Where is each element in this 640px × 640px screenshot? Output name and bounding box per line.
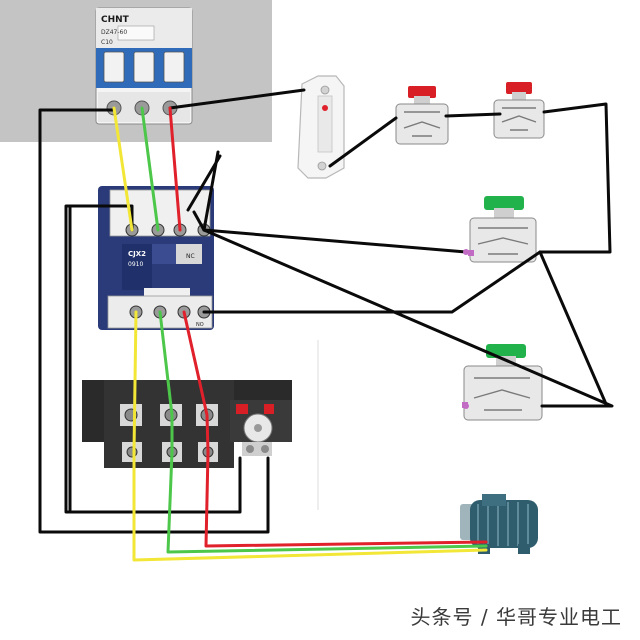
contactor-code: 0910 [128,261,143,268]
contactor-aux-label: NC [186,253,195,260]
control-wiring [38,88,614,534]
phase-red-out [182,310,488,548]
phase-yellow-out [132,310,488,562]
breaker-rating: C10 [101,39,113,46]
phase-green-out [158,310,488,554]
phase-green-wire [140,106,160,232]
watermark-text: 头条号 / 华哥专业电工 [410,605,622,629]
motor-icon [460,494,538,554]
breaker-brand: CHNT [101,15,130,25]
phase-red-wire [168,106,182,232]
phase-yellow-wire [112,106,134,232]
contactor-aux-bottom-label: NO [196,322,204,328]
stop-button-1 [395,86,449,145]
stop-button-2 [493,82,545,139]
start-button-2 [462,344,543,421]
contactor-model: CJX2 [128,250,146,258]
start-button-1 [468,196,537,263]
circuit-breaker-icon: CHNT DZ47-60 C10 [0,0,272,142]
thermal-overload-relay-icon [82,380,292,468]
phase-wiring [112,106,488,562]
breaker-model: DZ47-60 [101,29,127,36]
fuse-holder-icon [297,75,345,179]
